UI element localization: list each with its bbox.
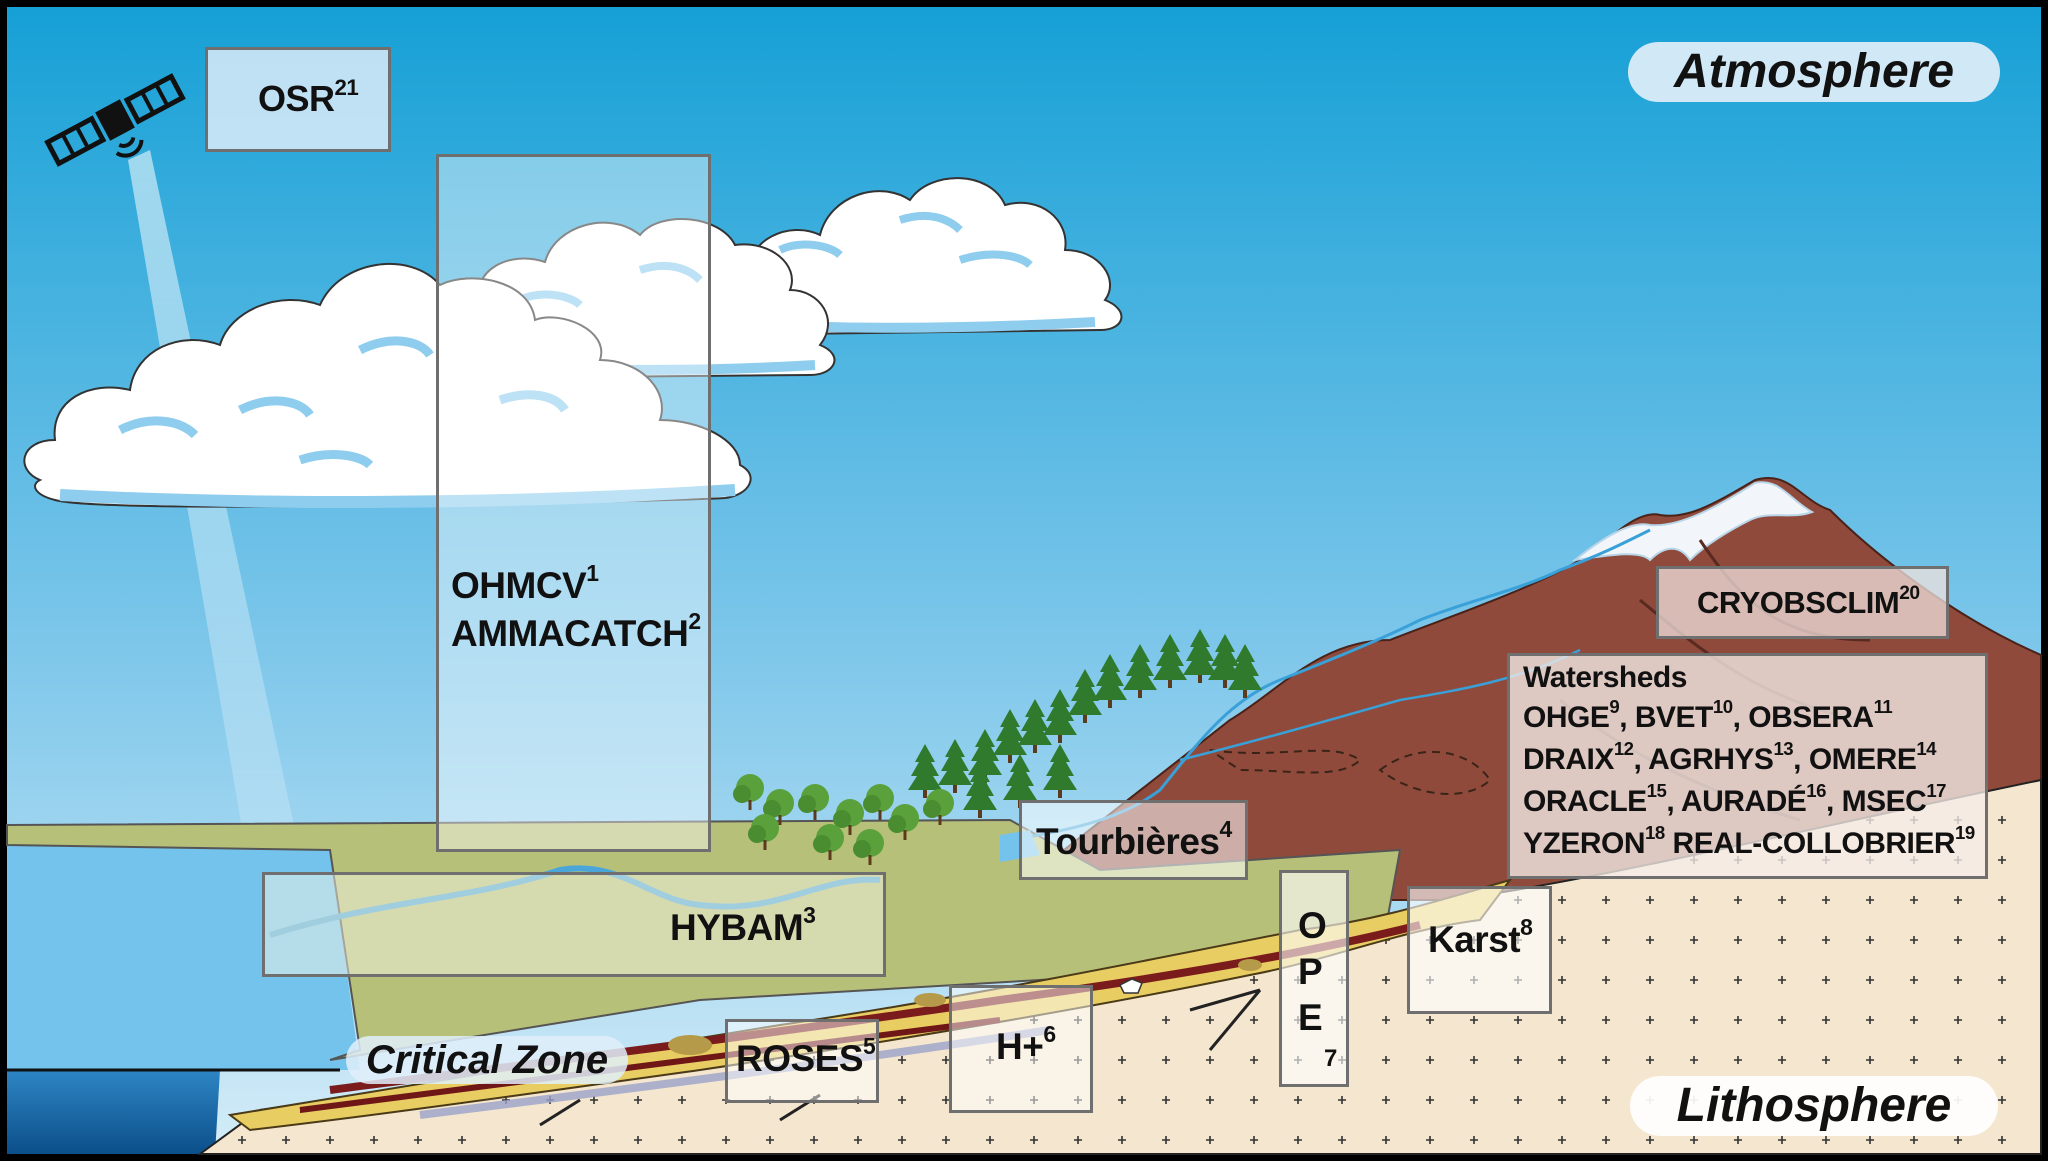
ohmcv-label: OHMCV1 [451,560,599,606]
cryobsclim-box: CRYOBSCLIM20 [1656,566,1949,639]
roses-label: ROSES5 [736,1033,876,1079]
ope-box: O P E 7 [1279,870,1349,1087]
roses-box: ROSES5 [725,1019,879,1103]
hplus-box: H+6 [949,985,1093,1113]
lithosphere-text: Lithosphere [1676,1079,1952,1132]
ohmcv-ammacatch-box: OHMCV1 AMMACATCH2 [436,154,711,852]
cloud-left [23,263,752,508]
ammacatch-label: AMMACATCH2 [451,608,701,654]
osr-box: OSR21 [205,47,391,152]
ope-letter-e: E [1298,997,1323,1038]
sea-water [7,1070,220,1154]
mountain-snow [1571,481,1815,562]
satellite-icon [44,73,186,167]
watersheds-box: Watersheds OHGE9, BVET10, OBSERA11 DRAIX… [1507,653,1988,879]
hybam-box: HYBAM3 [262,872,886,977]
atmosphere-label: Atmosphere [1628,42,2000,102]
hybam-label: HYBAM3 [670,902,816,948]
satellite-beam [128,150,295,905]
tourbieres-box: Tourbières4 [1019,800,1248,880]
ope-letter-o: O [1298,905,1327,946]
cryobsclim-label: CRYOBSCLIM20 [1697,582,1920,620]
watersheds-row-3: ORACLE15, AURADÉ16, MSEC17 [1523,780,1946,818]
osr-label: OSR21 [258,74,359,119]
critical-zone-label: Critical Zone [346,1036,628,1084]
watersheds-row-2: DRAIX12, AGRHYS13, OMERE14 [1523,738,1937,776]
watersheds-row-4: YZERON18 REAL-COLLOBRIER19 [1523,822,1975,860]
karst-label: Karst8 [1428,914,1533,960]
ope-ref: 7 [1324,1045,1337,1072]
ope-letter-p: P [1298,951,1323,992]
karst-box: Karst8 [1407,886,1552,1014]
watersheds-title: Watersheds [1523,661,1687,694]
critical-zone-text: Critical Zone [365,1038,609,1082]
atmosphere-text: Atmosphere [1673,45,1955,98]
lithosphere-label: Lithosphere [1630,1076,1998,1136]
tourbieres-label: Tourbières4 [1036,816,1232,862]
watersheds-row-1: OHGE9, BVET10, OBSERA11 [1523,696,1893,734]
hplus-label: H+6 [996,1021,1056,1067]
